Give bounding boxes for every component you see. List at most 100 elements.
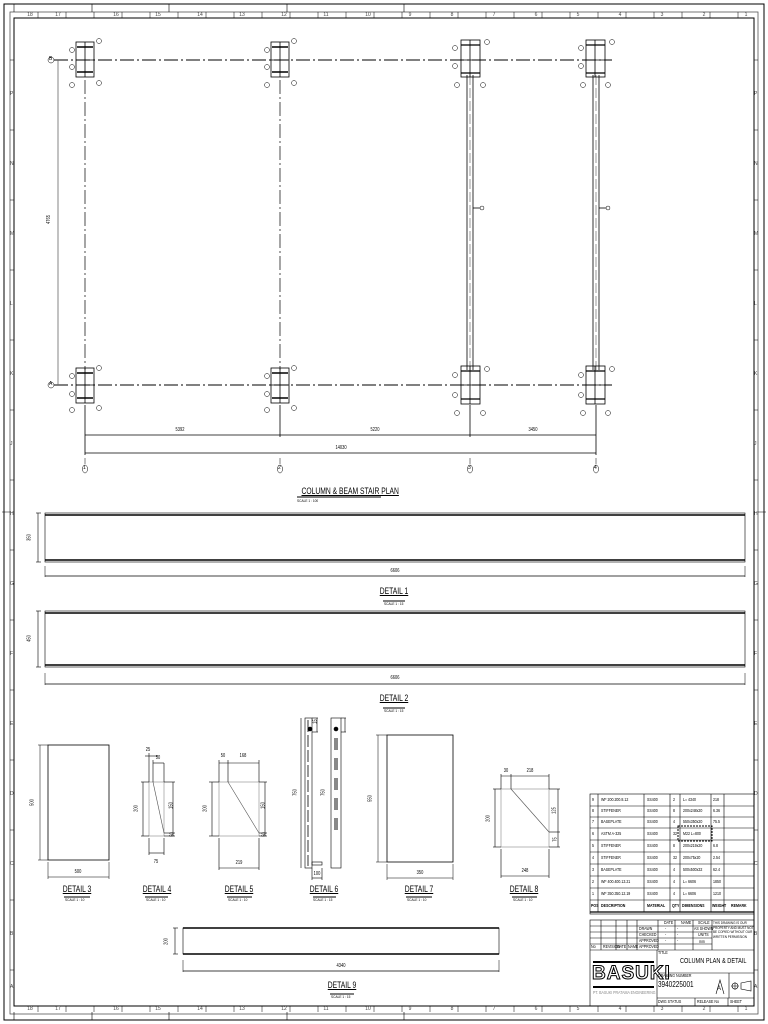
sign-date-drawn: - (665, 926, 667, 931)
ruler-row: J (754, 441, 757, 447)
detail-3-title: DETAIL 3 (62, 884, 92, 894)
ruler-row: M (754, 231, 759, 237)
ruler-col: 11 (323, 1006, 329, 1012)
ruler-col: 9 (408, 1006, 412, 1012)
drawing-number-label: DRAWING NUMBER (658, 973, 692, 978)
bom-pos: 9 (592, 797, 594, 802)
footer-release-no: RELEASE No (697, 999, 719, 1004)
copyright-note: THIS DRAWING IS OUR PROPERTY AND MUST NO… (713, 921, 754, 940)
sign-date-checked: - (665, 932, 667, 937)
ruler-col: 16 (113, 12, 119, 18)
sign-name-checked: - (677, 932, 679, 937)
bom-table-grid (589, 793, 755, 915)
ruler-row: H (10, 511, 14, 517)
bom-mat: SS400 (647, 891, 658, 896)
drawing-title: COLUMN PLAN & DETAIL (680, 958, 747, 965)
detail-5-height: 200 (202, 805, 209, 812)
bom-dim: 200x75x20 (683, 855, 701, 860)
bom-qty: 32 (673, 855, 677, 860)
detail-2-scale: SCALE 1 : 15 (384, 708, 404, 713)
bom-mat: SS400 (647, 797, 658, 802)
detail-6-top: 15 (312, 719, 319, 724)
ruler-col: 1 (744, 12, 748, 18)
bom-header-remark: REMARK (731, 903, 747, 908)
ruler-row: K (10, 371, 14, 377)
projection-symbol-icon (731, 979, 751, 993)
company-subtitle: PT. BASUKI PRATAMA ENGINEERING (593, 990, 656, 995)
detail-5-scale: SCALE 1 : 10 (228, 897, 248, 902)
ruler-col: 3 (660, 1006, 664, 1012)
grid-label-2: 2 (278, 465, 281, 471)
sign-date-approved: - (665, 938, 667, 943)
detail-3-drawing (38, 744, 110, 898)
detail-3-width: 500 (74, 869, 82, 875)
bom-pos: 1 (592, 891, 594, 896)
ruler-col: 12 (281, 1006, 287, 1012)
row-label-a: A (49, 381, 53, 387)
detail-6-drawing (300, 717, 346, 898)
detail-2-drawing (36, 610, 746, 709)
ruler-row: J (10, 441, 13, 447)
rev-header-name: NAME (628, 944, 639, 949)
bom-desc: WF 200.200.8.12 (601, 797, 629, 802)
bom-pos: 6 (592, 831, 594, 836)
bom-header-mat: MATERIAL (647, 903, 666, 908)
ruler-col: 15 (155, 12, 161, 18)
ruler-col: 17 (55, 12, 61, 18)
bom-header-pos: POS (591, 903, 599, 908)
ruler-row: N (10, 161, 14, 167)
bom-pos: 8 (592, 808, 594, 813)
ruler-row: F (10, 651, 14, 657)
detail-5-top1: 50 (220, 753, 226, 759)
column-beam-plan (47, 38, 615, 498)
bom-desc: STIFFENER (601, 808, 621, 813)
bom-dim: L= 4340 (683, 797, 696, 802)
bom-wt: 218 (713, 797, 719, 802)
ruler-row: G (10, 581, 14, 587)
detail-4-top1: 25 (145, 747, 151, 753)
sheet-size: A (717, 986, 722, 992)
bom-header-qty: QTY (672, 903, 680, 908)
bom-mat: SS400 (647, 808, 658, 813)
bom-header-wt: WEIGHT (712, 903, 727, 908)
detail-8-scale: SCALE 1 : 10 (513, 897, 533, 902)
ruler-col: 14 (197, 12, 203, 18)
scale-label: SCALE (698, 920, 710, 925)
scale-value: AS SHOWN (694, 926, 714, 931)
ruler-row: F (754, 651, 758, 657)
bom-mat: SS400 (647, 855, 658, 860)
bom-mat: SS400 (647, 831, 658, 836)
detail-3-height: 500 (29, 799, 36, 806)
detail-9-title: DETAIL 9 (327, 980, 357, 990)
ruler-col: 1 (744, 1006, 748, 1012)
sign-header-name: NAME (681, 920, 692, 925)
detail-8-title: DETAIL 8 (509, 884, 539, 894)
bom-qty: 8 (673, 808, 675, 813)
grid-label-4: 4 (594, 465, 597, 471)
bom-pos: 2 (592, 879, 594, 884)
bom-wt: 1850 (713, 879, 721, 884)
company-logo: BASUKI (592, 963, 671, 985)
bom-dim: 550x350x20 (683, 819, 703, 824)
sign-header-date: DATE (664, 920, 674, 925)
title-label: TITLE (658, 950, 668, 955)
ruler-col: 13 (239, 1006, 245, 1012)
bom-dim: L= 6606 (683, 879, 696, 884)
bom-qty: 2 (673, 797, 675, 802)
bom-qty: 4 (673, 891, 675, 896)
detail-7-drawing (376, 734, 454, 898)
span-3-dimension: 3450 (528, 427, 538, 433)
detail-3-scale: SCALE 1 : 10 (65, 897, 85, 902)
footer-dwg-status: DWG STATUS (658, 999, 682, 1004)
ruler-col: 15 (155, 1006, 161, 1012)
bom-mat: SS400 (647, 879, 658, 884)
ruler-col: 13 (239, 12, 245, 18)
bom-desc: STIFFENER (601, 843, 621, 848)
detail-4-bottom: 75 (153, 859, 159, 865)
rev-header-revision: REVISION (603, 944, 621, 949)
detail-8-top1: 30 (503, 768, 509, 774)
plan-scale: SCALE 1 : 100 (297, 498, 319, 503)
bom-desc: WF 400.400.13.21 (601, 879, 631, 884)
bom-wt: 62.4 (713, 867, 720, 872)
